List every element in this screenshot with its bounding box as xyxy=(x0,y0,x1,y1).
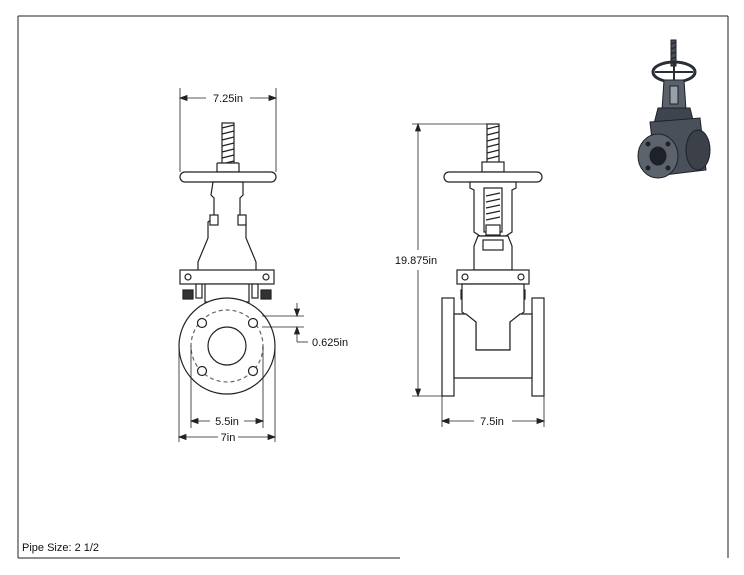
side-handwheel xyxy=(443,171,543,183)
side-dimensions xyxy=(412,122,546,427)
dim-flange-dia: 7in xyxy=(221,432,236,444)
dim-bolt-circle: 5.5in xyxy=(215,416,239,428)
bonnet-flange xyxy=(179,269,275,285)
dim-bolt-hole: 0.625in xyxy=(312,337,348,349)
bolt-left-nut xyxy=(182,289,194,300)
bolt-hole xyxy=(247,317,259,329)
side-stem-thread xyxy=(486,123,500,165)
dim-overall-height: 19.875in xyxy=(395,255,437,267)
iso-flange-right xyxy=(685,129,711,171)
dim-top-width: 7.25in xyxy=(213,93,243,105)
side-flange-right xyxy=(531,297,545,397)
handwheel xyxy=(179,171,277,183)
dim-face-to-face: 7.5in xyxy=(480,416,504,428)
bolt-hole xyxy=(196,365,208,377)
sheet-border xyxy=(17,15,729,559)
packing-gland xyxy=(209,214,219,226)
bolt-hole xyxy=(196,317,208,329)
valve-side-view xyxy=(441,123,545,397)
bolt-right-nut xyxy=(260,289,272,300)
side-body-lower xyxy=(453,313,533,379)
pipe-size-label: Pipe Size: 2 1/2 xyxy=(22,542,99,554)
bonnet xyxy=(197,181,257,273)
bore xyxy=(207,326,247,366)
bolt-hole xyxy=(247,365,259,377)
front-dimensions xyxy=(177,88,308,442)
stem-thread xyxy=(221,122,235,166)
side-spring-thread xyxy=(485,192,501,221)
valve-isometric-view xyxy=(637,39,711,179)
side-stem-nut xyxy=(481,161,505,173)
side-flange-left xyxy=(441,297,455,397)
packing-gland-right xyxy=(237,214,247,226)
stem-nut xyxy=(216,162,240,173)
valve-front-view xyxy=(178,122,277,395)
